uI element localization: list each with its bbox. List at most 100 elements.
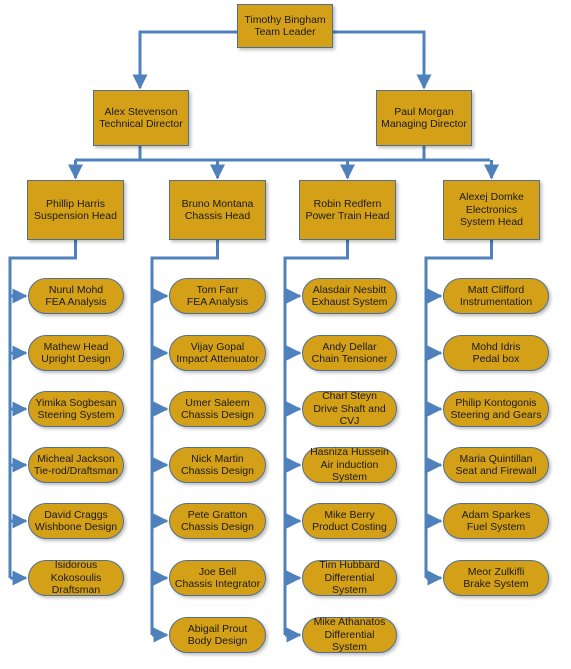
team-member-pill-line: Pedal box	[472, 353, 520, 365]
team-spine-3	[424, 240, 493, 578]
team-member-pill-line: Yimika Sogbesan	[35, 396, 117, 409]
department-head-box-line: Alexej Domke	[459, 191, 524, 204]
team-member-pill-line: Meor Zulkifli	[467, 565, 525, 578]
department-head-box-line: System Head	[459, 216, 524, 229]
team-member-pill-line: Micheal Jackson	[37, 452, 115, 465]
managing-director-name: Paul Morgan	[394, 105, 454, 118]
managing-director-box: Paul Morgan Managing Director	[376, 90, 472, 146]
team-member-pill-line: Adam Sparkes	[461, 508, 531, 521]
team-member-pill-line: System	[331, 584, 367, 597]
team-member-pill-line: David Craggs	[44, 508, 108, 521]
team-member-pill-line: Pete Gratton	[187, 508, 248, 521]
team-leader-title: Team Leader	[254, 26, 316, 38]
team-member-pill-line: FEA Analysis	[45, 296, 107, 308]
technical-director-name: Alex Stevenson	[104, 105, 178, 118]
department-head-box-line: Phillip Harris	[46, 197, 105, 210]
team-leader-name: Timothy Bingham	[244, 13, 326, 26]
team-member-pill-line: Exhaust System	[311, 296, 388, 308]
team-member-pill-line: Wishbone Design	[34, 521, 118, 533]
team-member-pill-line: Umer Saleem	[185, 396, 250, 409]
team-member-pill-line: Seat and Firewall	[455, 465, 537, 477]
team-member-pill-line: Fuel System	[466, 521, 526, 533]
team-member-pill-line: Tie-rod/Draftsman	[33, 465, 119, 477]
team-member-pill-line: Nurul Mohd	[48, 283, 104, 296]
department-head-box-line: Electronics	[465, 203, 518, 216]
team-member-pill-line: Mathew Head	[43, 340, 109, 353]
team-member-pill-line: Maria Quintillan	[459, 452, 533, 465]
technical-director-title: Technical Director	[99, 118, 183, 130]
team-member-pill-line: Chassis Integrator	[174, 578, 261, 590]
department-head-box-line: Bruno Montana	[181, 197, 254, 210]
team-member-pill-line: Steering and Gears	[450, 409, 542, 421]
team-member-pill-line: CVJ	[339, 415, 360, 428]
team-member-pill-line: Charl Steyn	[322, 390, 377, 403]
team-member-pill-line: Vijay Gopal	[190, 340, 245, 353]
team-member-pill-line: Mike Berry	[324, 508, 375, 521]
team-member-pill-line: Impact Attenuator	[176, 353, 259, 365]
team-member-pill-line: Nick Martin	[191, 452, 244, 465]
team-member-pill-line: Instrumentation	[459, 296, 533, 308]
team-member-pill-line: Upright Design	[41, 353, 111, 365]
team-member-pill-line: Matt Clifford	[467, 283, 525, 296]
team-member-pill-line: Chain Tensioner	[311, 353, 388, 365]
team-member-pill-line: Mohd Idris	[471, 340, 521, 353]
team-leader-box: Timothy Bingham Team Leader	[237, 4, 333, 48]
team-member-pill-line: Philip Kontogonis	[455, 396, 537, 409]
team-member-pill-line: Draftsman	[51, 584, 101, 597]
team-member-pill-line: Chassis Design	[181, 465, 254, 477]
team-member-pill-line: Mike Athanatos	[313, 616, 386, 629]
team-member-pill-line: Joe Bell	[198, 565, 237, 578]
technical-director-box: Alex Stevenson Technical Director	[93, 90, 189, 146]
managing-director-title: Managing Director	[381, 118, 467, 130]
team-spine-1	[150, 240, 219, 635]
team-member-pill-line: FEA Analysis	[186, 296, 249, 308]
team-spine-2	[283, 240, 349, 635]
team-member-pill-line: System	[331, 471, 367, 484]
team-member-pill-line: Tim Hubbard	[319, 559, 380, 572]
team-member-pill-line: Body Design	[187, 635, 248, 647]
team-spine-0	[8, 240, 77, 578]
department-head-box-line: Chassis Head	[184, 210, 251, 222]
connector-leader-to-technical	[132, 30, 237, 90]
team-member-pill-line: Hasniza Hussein	[310, 446, 389, 459]
team-member-pill-line: System	[331, 641, 367, 654]
team-member-pill-line: Alasdair Nesbitt	[312, 283, 387, 296]
team-member-pill-line: Chassis Design	[181, 409, 254, 421]
department-head-box-line: Suspension Head	[34, 210, 117, 222]
department-head-box-line: Power Train Head	[305, 210, 390, 222]
department-head-box-line: Robin Redfern	[313, 197, 382, 210]
team-member-pill-line: Drive Shaft and	[313, 402, 386, 415]
team-member-pill-line: Steering System	[37, 409, 115, 421]
team-member-pill-line: Tom Farr	[196, 283, 239, 296]
team-member-pill-line: Abigail Prout	[187, 622, 248, 635]
team-member-pill-line: Air induction	[320, 458, 379, 471]
connector-leader-to-managing	[333, 30, 432, 90]
team-member-pill-line: Brake System	[463, 578, 529, 590]
